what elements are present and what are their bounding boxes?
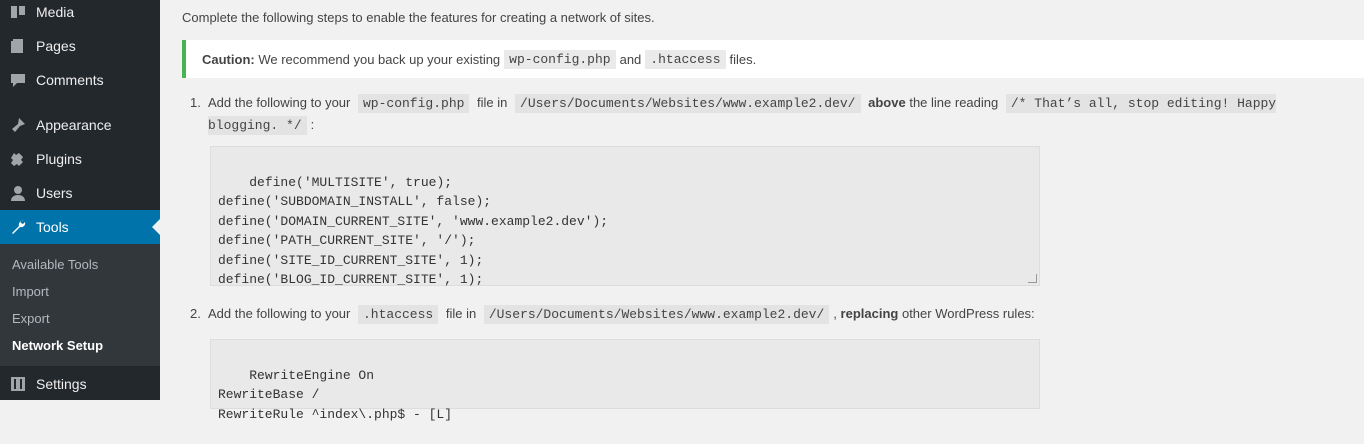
- pages-icon: [0, 37, 36, 55]
- step-number: 1.: [190, 95, 201, 110]
- code-wpconfig: wp-config.php: [358, 94, 470, 113]
- submenu-item-available-tools[interactable]: Available Tools: [12, 257, 99, 272]
- tools-submenu: Available Tools Import Export Network Se…: [0, 244, 160, 366]
- caution-text: files.: [729, 51, 757, 67]
- code-content: RewriteEngine On RewriteBase / RewriteRu…: [218, 367, 453, 422]
- submenu-item-export[interactable]: Export: [12, 311, 50, 326]
- menu-item-media[interactable]: Media: [0, 0, 160, 29]
- menu-label: Pages: [36, 38, 76, 54]
- text: Add the following to your: [208, 95, 351, 110]
- menu-label: Media: [36, 4, 75, 20]
- bold-text: replacing: [840, 306, 899, 321]
- caution-code-htaccess: .htaccess: [645, 49, 726, 69]
- caution-label: Caution:: [202, 51, 255, 67]
- menu-item-plugins[interactable]: Plugins: [0, 142, 160, 176]
- appearance-icon: [0, 116, 36, 134]
- step-2: 2. Add the following to your .htaccess f…: [190, 303, 1290, 325]
- htaccess-code-textarea[interactable]: RewriteEngine On RewriteBase / RewriteRu…: [210, 339, 1040, 422]
- text: file in: [445, 306, 477, 321]
- main-content: Complete the following steps to enable t…: [160, 0, 1364, 422]
- menu-item-pages[interactable]: Pages: [0, 29, 160, 63]
- menu-label: Settings: [36, 376, 87, 392]
- comments-icon: [0, 71, 36, 89]
- submenu-item-network-setup[interactable]: Network Setup: [12, 338, 104, 353]
- menu-label: Appearance: [36, 117, 112, 133]
- tools-icon: [0, 218, 36, 236]
- wp-config-code-textarea[interactable]: define('MULTISITE', true); define('SUBDO…: [210, 146, 1040, 288]
- code-path: /Users/Documents/Websites/www.example2.d…: [515, 94, 861, 113]
- text: ,: [833, 306, 837, 321]
- menu-label: Users: [36, 185, 73, 201]
- text: file in: [477, 95, 508, 110]
- text: the line reading: [909, 95, 999, 110]
- text: other WordPress rules:: [901, 306, 1035, 321]
- intro-text: Complete the following steps to enable t…: [182, 10, 655, 25]
- code-path: /Users/Documents/Websites/www.example2.d…: [483, 305, 830, 324]
- resize-handle-icon[interactable]: [1028, 274, 1037, 283]
- settings-icon: [0, 375, 36, 393]
- menu-item-comments[interactable]: Comments: [0, 63, 160, 97]
- submenu-item-import[interactable]: Import: [12, 284, 49, 299]
- step-1-text: Add the following to your wp-config.php …: [208, 92, 1290, 136]
- menu-item-appearance[interactable]: Appearance: [0, 108, 160, 142]
- caution-text: We recommend you back up your existing: [258, 51, 501, 67]
- code-content: define('MULTISITE', true); define('SUBDO…: [218, 174, 609, 288]
- admin-sidebar: Media Pages Comments Appearance Plugins …: [0, 0, 160, 400]
- caution-code-wpconfig: wp-config.php: [504, 49, 616, 69]
- text: :: [310, 117, 315, 132]
- menu-label: Tools: [36, 219, 69, 235]
- step-number: 2.: [190, 306, 201, 321]
- menu-item-settings[interactable]: Settings: [0, 367, 160, 401]
- text: Add the following to your: [208, 306, 351, 321]
- menu-item-users[interactable]: Users: [0, 176, 160, 210]
- menu-label: Comments: [36, 72, 104, 88]
- step-2-text: Add the following to your .htaccess file…: [208, 303, 1290, 325]
- users-icon: [0, 184, 36, 202]
- code-htaccess: .htaccess: [358, 305, 439, 324]
- plugins-icon: [0, 150, 36, 168]
- caution-notice: Caution: We recommend you back up your e…: [182, 40, 1364, 78]
- caution-text: and: [619, 51, 642, 67]
- menu-item-tools[interactable]: Tools: [0, 210, 160, 244]
- menu-label: Plugins: [36, 151, 82, 167]
- bold-text: above: [868, 95, 906, 110]
- media-icon: [0, 3, 36, 21]
- step-1: 1. Add the following to your wp-config.p…: [190, 92, 1290, 136]
